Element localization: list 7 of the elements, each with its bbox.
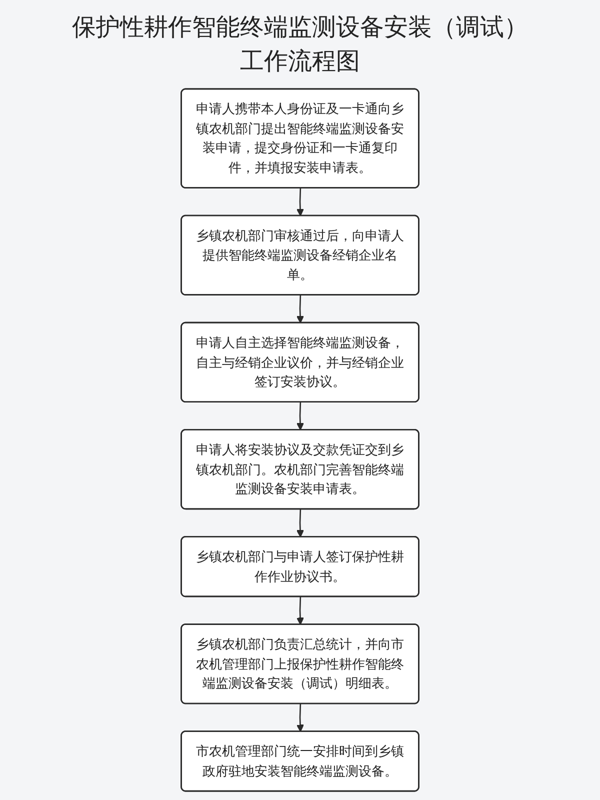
arrow: [296, 188, 304, 216]
arrow: [296, 295, 304, 324]
arrow: [296, 596, 304, 625]
arrow: [296, 704, 304, 732]
arrow: [296, 509, 304, 538]
diagram-title: 保护性耕作智能终端监测设备安装（调试）工作流程图: [72, 13, 528, 75]
arrow: [296, 402, 304, 430]
